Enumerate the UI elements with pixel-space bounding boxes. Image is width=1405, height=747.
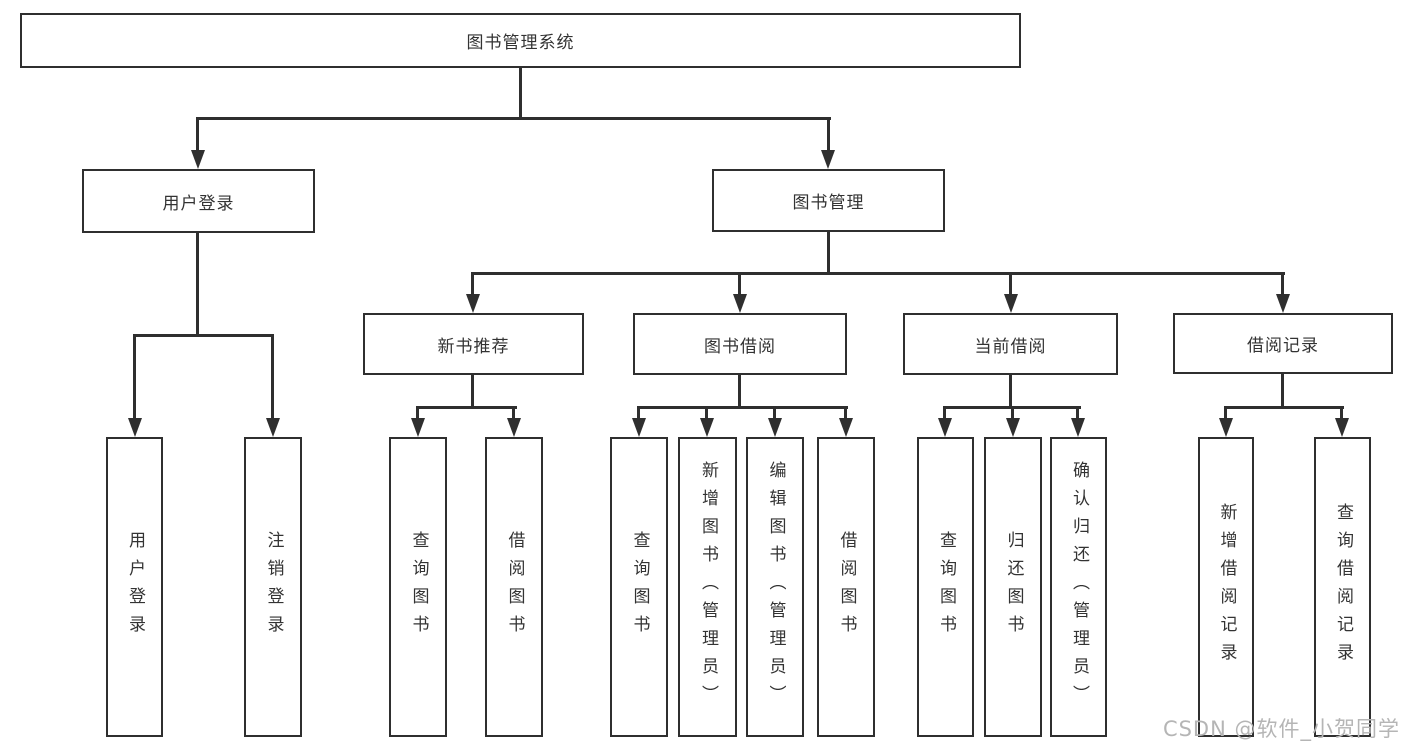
connector-line	[1281, 374, 1284, 409]
arrow-down-icon	[266, 418, 280, 437]
node-user-login: 用户登录	[82, 169, 315, 233]
connector-line	[133, 334, 136, 422]
node-book-borrow: 图书借阅	[633, 313, 847, 375]
arrow-down-icon	[191, 150, 205, 169]
leaf-query-books-borrow-label: 查询图书	[629, 531, 650, 643]
node-book-management-label: 图书管理	[792, 193, 865, 213]
arrow-down-icon	[411, 418, 425, 437]
arrow-down-icon	[839, 418, 853, 437]
leaf-borrow-books-label: 借阅图书	[836, 531, 857, 643]
leaf-logout: 注销登录	[244, 437, 302, 737]
connector-line	[471, 272, 1285, 275]
connector-line	[416, 406, 517, 409]
node-root-label: 图书管理系统	[466, 33, 575, 53]
leaf-query-books-recommend: 查询图书	[389, 437, 447, 737]
leaf-query-books-current: 查询图书	[917, 437, 974, 737]
leaf-query-books-borrow: 查询图书	[610, 437, 668, 737]
connector-line	[1011, 406, 1014, 421]
arrow-down-icon	[466, 294, 480, 313]
arrow-down-icon	[1006, 418, 1020, 437]
arrow-down-icon	[128, 418, 142, 437]
watermark-text: CSDN @软件_小贺同学	[1162, 717, 1400, 741]
node-root: 图书管理系统	[20, 13, 1021, 68]
arrow-down-icon	[507, 418, 521, 437]
connector-line	[512, 406, 515, 421]
connector-line	[844, 406, 847, 421]
leaf-confirm-return-admin-label: 确认归还（管理员）	[1069, 461, 1089, 713]
connector-line	[827, 232, 830, 275]
connector-line	[738, 374, 741, 409]
connector-line	[471, 272, 474, 298]
node-current-borrow: 当前借阅	[903, 313, 1118, 375]
arrow-down-icon	[768, 418, 782, 437]
arrow-down-icon	[1276, 294, 1290, 313]
leaf-logout-label: 注销登录	[263, 531, 284, 643]
arrow-down-icon	[1004, 294, 1018, 313]
connector-line	[1224, 406, 1227, 421]
leaf-borrow-books-recommend: 借阅图书	[485, 437, 543, 737]
leaf-add-borrow-record: 新增借阅记录	[1198, 437, 1254, 737]
node-current-borrow-label: 当前借阅	[974, 336, 1047, 357]
leaf-query-books-recommend-label: 查询图书	[408, 531, 429, 643]
leaf-add-borrow-record-label: 新增借阅记录	[1216, 503, 1237, 671]
leaf-return-book: 归还图书	[984, 437, 1042, 737]
arrow-down-icon	[1071, 418, 1085, 437]
node-new-book-recommend: 新书推荐	[363, 313, 584, 375]
arrow-down-icon	[733, 294, 747, 313]
connector-line	[196, 117, 199, 155]
leaf-user-login: 用户登录	[106, 437, 163, 737]
connector-line	[1009, 374, 1012, 409]
leaf-add-book-admin-label: 新增图书（管理员）	[698, 461, 718, 713]
node-book-borrow-label: 图书借阅	[704, 336, 776, 357]
connector-line	[271, 334, 274, 422]
node-user-login-label: 用户登录	[162, 193, 235, 214]
connector-line	[773, 406, 776, 421]
connector-line	[133, 334, 274, 337]
node-book-management: 图书管理	[712, 169, 945, 232]
connector-line	[196, 233, 199, 336]
connector-line	[1224, 406, 1344, 409]
leaf-user-login-label: 用户登录	[125, 531, 145, 643]
connector-line	[471, 374, 474, 409]
connector-line	[637, 406, 848, 409]
arrow-down-icon	[700, 418, 714, 437]
connector-line	[637, 406, 640, 421]
node-borrow-records: 借阅记录	[1173, 313, 1393, 374]
leaf-query-books-current-label: 查询图书	[936, 531, 956, 643]
connector-line	[197, 117, 831, 120]
leaf-confirm-return-admin: 确认归还（管理员）	[1050, 437, 1107, 737]
arrow-down-icon	[821, 150, 835, 169]
connector-line	[705, 406, 708, 421]
node-borrow-records-label: 借阅记录	[1247, 336, 1319, 356]
connector-line	[519, 68, 522, 119]
node-new-book-recommend-label: 新书推荐	[437, 336, 510, 357]
leaf-add-book-admin: 新增图书（管理员）	[678, 437, 737, 737]
leaf-edit-book-admin-label: 编辑图书（管理员）	[765, 461, 786, 713]
arrow-down-icon	[1335, 418, 1349, 437]
connector-line	[1281, 272, 1284, 298]
connector-line	[416, 406, 419, 421]
leaf-edit-book-admin: 编辑图书（管理员）	[746, 437, 804, 737]
connector-line	[1340, 406, 1343, 421]
arrow-down-icon	[938, 418, 952, 437]
arrow-down-icon	[632, 418, 646, 437]
connector-line	[943, 406, 946, 421]
connector-line	[827, 117, 830, 155]
leaf-borrow-books-recommend-label: 借阅图书	[504, 531, 525, 643]
connector-line	[738, 272, 741, 298]
leaf-return-book-label: 归还图书	[1003, 531, 1024, 643]
connector-line	[1076, 406, 1079, 421]
leaf-query-borrow-record: 查询借阅记录	[1314, 437, 1371, 737]
arrow-down-icon	[1219, 418, 1233, 437]
leaf-borrow-books: 借阅图书	[817, 437, 875, 737]
connector-line	[1009, 272, 1012, 298]
leaf-query-borrow-record-label: 查询借阅记录	[1333, 503, 1353, 671]
